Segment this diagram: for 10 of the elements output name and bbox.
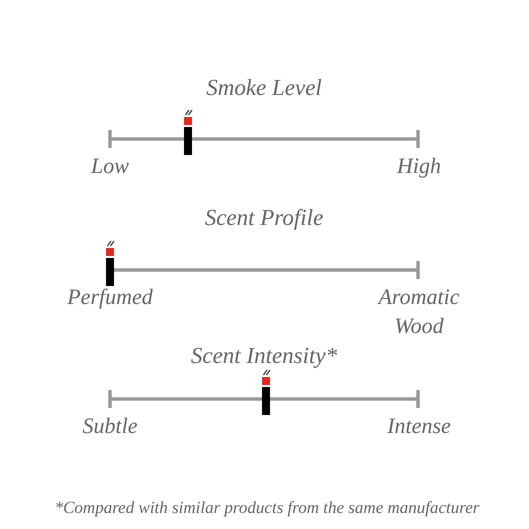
scale-end-label: High [397, 152, 441, 180]
scale-title: Smoke Level [206, 74, 322, 102]
scale-title: Scent Profile [204, 204, 324, 232]
scale-end-label: Subtle [82, 412, 138, 440]
footnote: *Compared with similar products from the same manufacturer [54, 498, 480, 518]
scale-title: Scent Intensity* [190, 342, 338, 370]
scale-end-label: Aromatic Wood [376, 283, 461, 340]
scale-end-label: Perfumed [67, 283, 153, 311]
scale-end-label: Intense [387, 412, 451, 440]
scale-end-label: Low [91, 152, 129, 180]
